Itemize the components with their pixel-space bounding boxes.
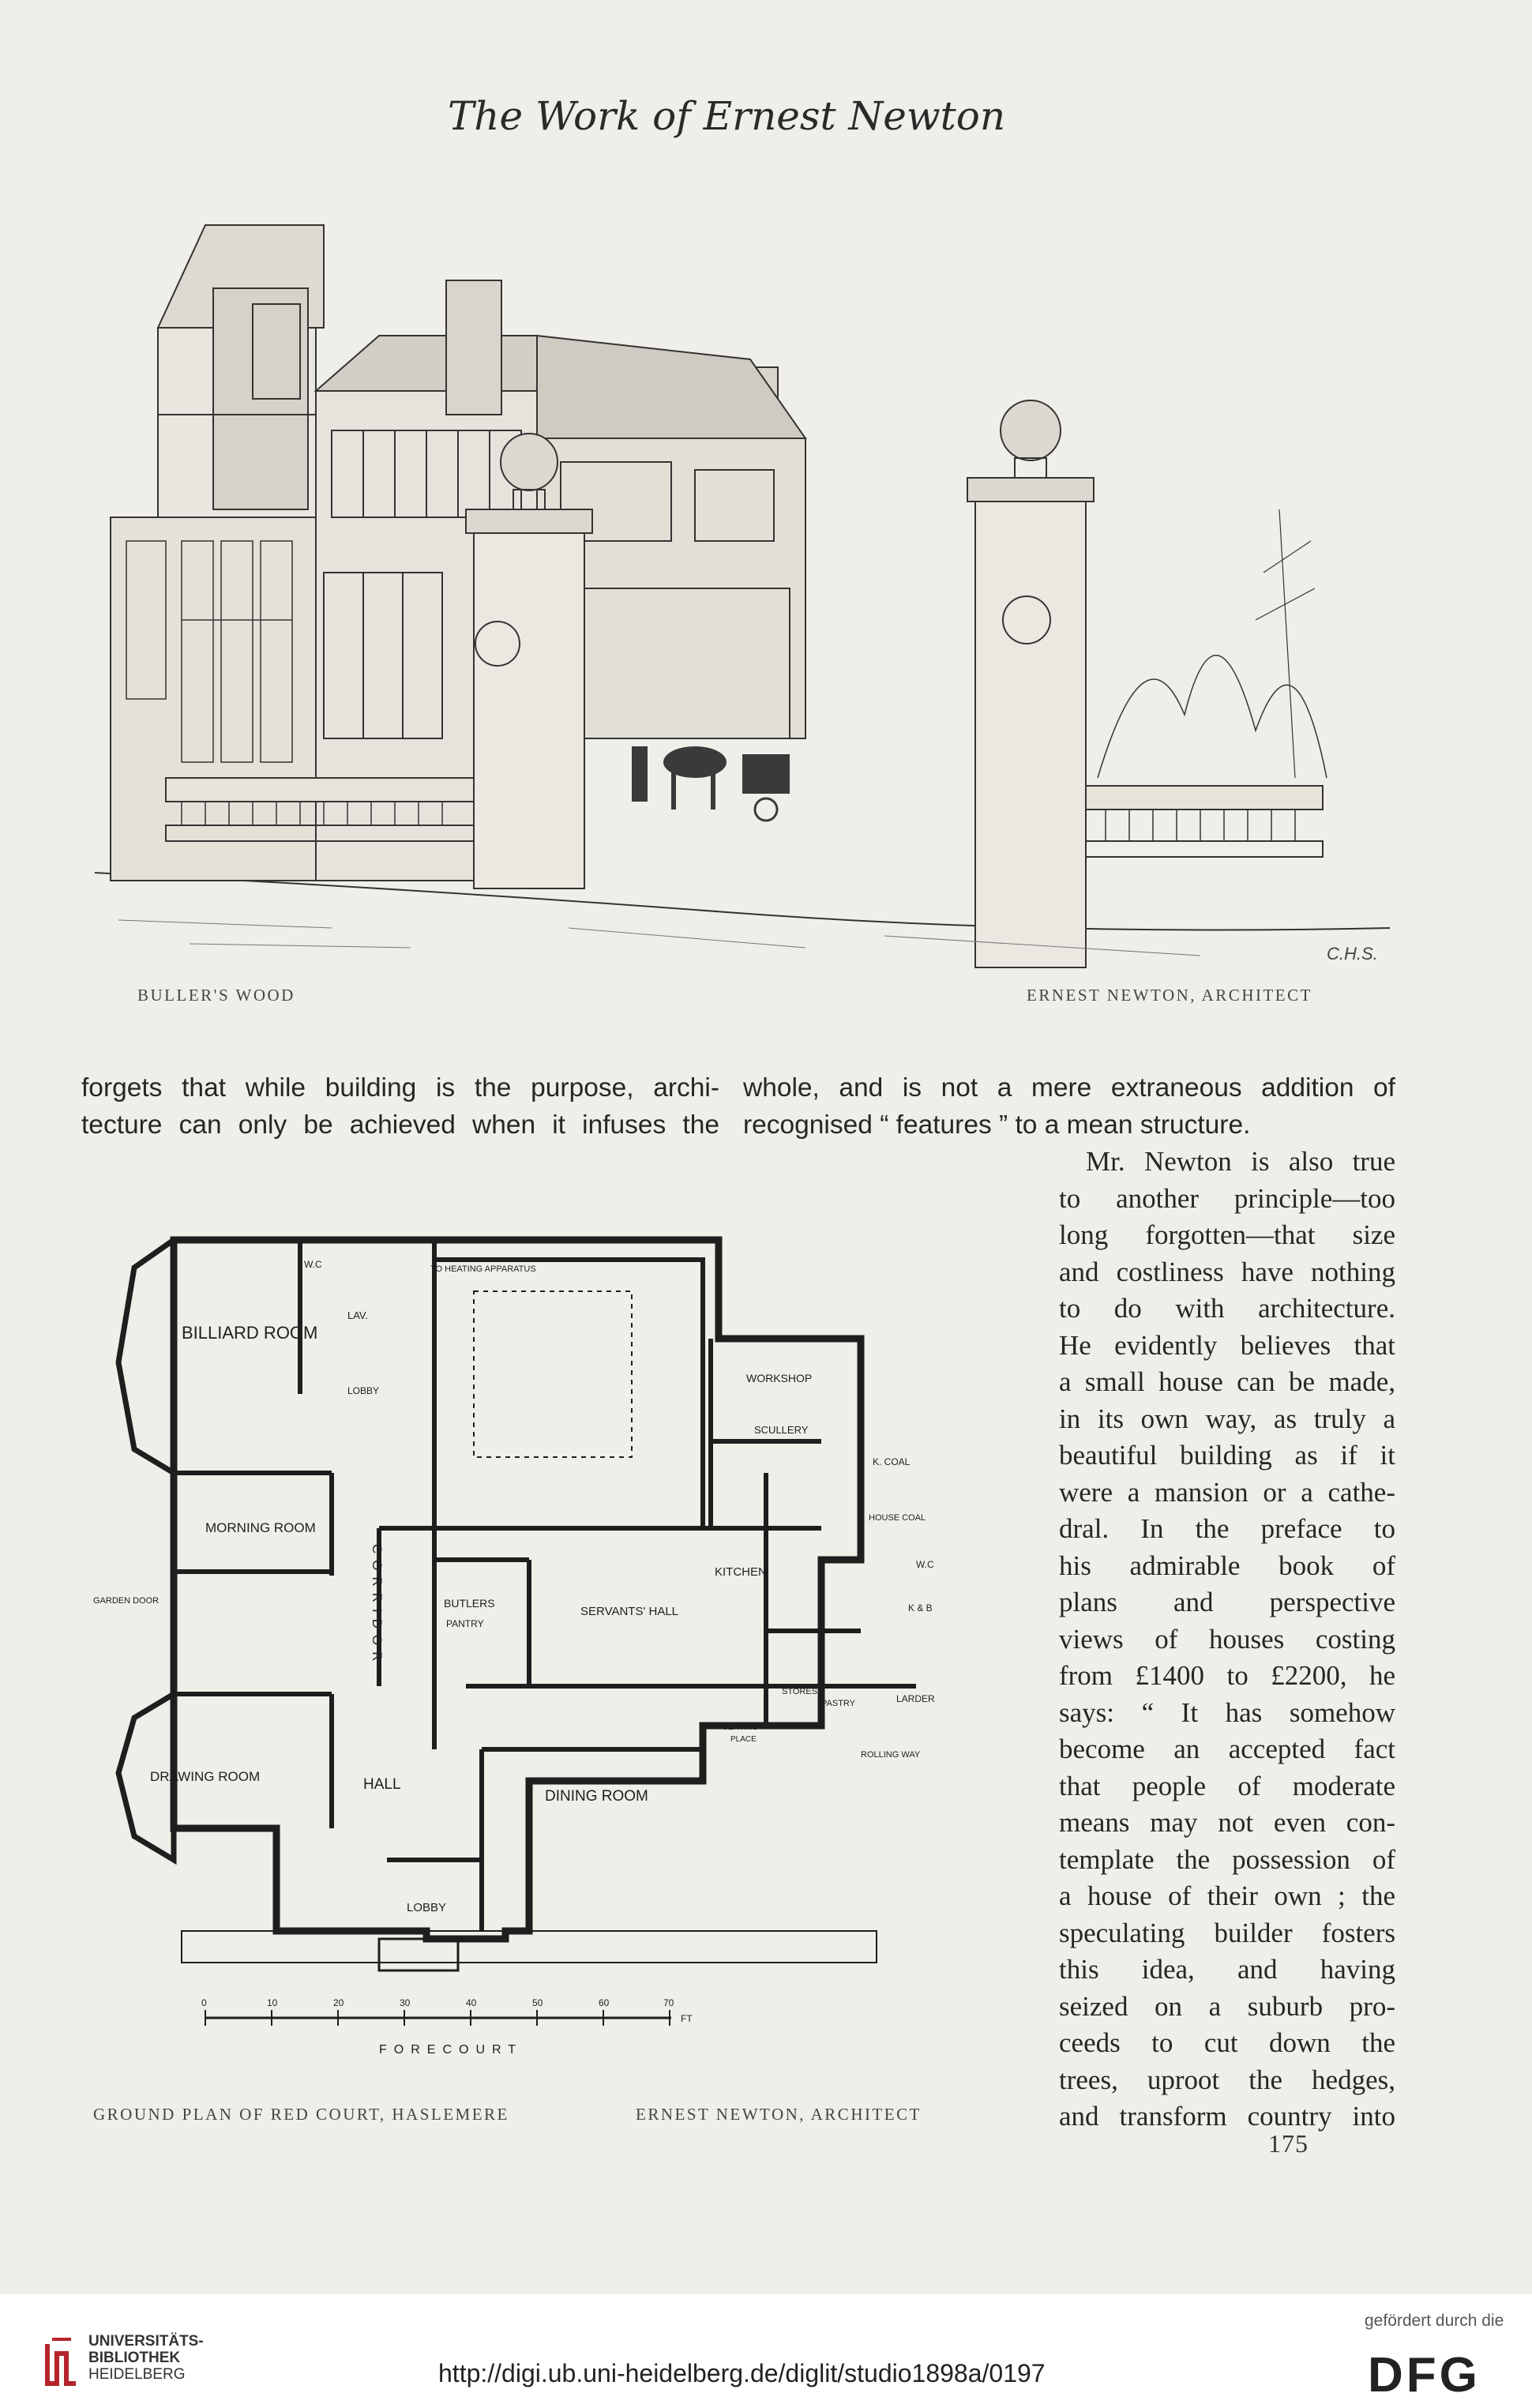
figure1-caption-credit: ERNEST NEWTON, ARCHITECT <box>1027 986 1312 1005</box>
scale-tick-label: 70 <box>663 1997 674 2008</box>
room-label-dining: DINING ROOM <box>545 1788 648 1805</box>
text-line: whole, and is not a mere extraneous addi… <box>743 1073 1395 1103</box>
room-label-hall: HALL <box>363 1776 401 1793</box>
text-line: Mr. Newton is also true <box>1086 1146 1395 1177</box>
scale-tick-label: 50 <box>532 1997 543 2008</box>
text-column-left: forgets that while building is the purpo… <box>81 1070 719 1144</box>
university-library-logo <box>41 2336 81 2395</box>
text-line: speculating builder fosters <box>1059 1917 1395 1948</box>
scale-unit-label: FT <box>681 2013 693 2024</box>
page-header-title: The Work of Ernest Newton <box>447 93 1006 139</box>
scale-tick-label: 30 <box>400 1997 411 2008</box>
room-label-house-coal: HOUSE COAL <box>869 1513 926 1523</box>
room-label-wc-service: W.C <box>916 1559 934 1570</box>
room-label-wc: W.C <box>304 1259 322 1270</box>
room-label-stores: STORES <box>782 1687 817 1696</box>
text-line: to another principle—too <box>1059 1182 1395 1214</box>
room-label-drawing: DRAWING ROOM <box>150 1769 260 1784</box>
text-line: plans and perspective <box>1059 1587 1395 1617</box>
room-label-servants-hall: SERVANTS' HALL <box>580 1605 678 1618</box>
figure1-caption-title: BULLER'S WOOD <box>137 986 295 1005</box>
scale-tick-label: 20 <box>333 1997 344 2008</box>
text-line: ceeds to cut down the <box>1059 2027 1395 2058</box>
label-heating-apparatus: TO HEATING APPARATUS <box>430 1264 536 1274</box>
room-label-lobby: LOBBY <box>407 1901 446 1914</box>
room-label-kcoal: K. COAL <box>873 1456 911 1467</box>
room-label-pastry: PASTRY <box>821 1699 856 1708</box>
text-line: views of houses costing <box>1059 1623 1395 1655</box>
text-line: He evidently believes that <box>1059 1329 1395 1361</box>
room-label-serving: SERVING <box>723 1723 758 1732</box>
room-label-butlers: BUTLERS <box>444 1597 495 1610</box>
source-url-link[interactable]: http://digi.ub.uni-heidelberg.de/diglit/… <box>438 2359 1046 2387</box>
room-label-morning: MORNING ROOM <box>205 1520 316 1535</box>
scale-tick-label: 10 <box>267 1997 278 2008</box>
footer-bar <box>0 2294 1532 2408</box>
room-label-place: PLACE <box>730 1735 757 1744</box>
room-label-kitchen: KITCHEN <box>715 1565 767 1579</box>
text-line: dral. In the preface to <box>1059 1513 1395 1544</box>
text-line: and costliness have nothing <box>1059 1256 1395 1287</box>
library-name-line2: BIBLIOTHEK <box>88 2350 181 2366</box>
room-label-workshop: WORKSHOP <box>746 1372 812 1384</box>
library-logo-icon <box>45 2338 76 2386</box>
text-line: trees, uproot the hedges, <box>1059 2064 1395 2095</box>
room-label-lav: LAV. <box>347 1309 368 1321</box>
funded-by-text: gefördert durch die <box>1365 2312 1504 2330</box>
library-name-line3: HEIDELBERG <box>88 2366 186 2383</box>
dfg-logo: DFG <box>1368 2348 1481 2402</box>
floor-plan-red-court: BILLIARD ROOM MORNING ROOM DRAWING ROOM … <box>87 1204 995 2073</box>
text-column-right-top: whole, and is not a mere extraneous addi… <box>743 1070 1395 1144</box>
plan-caption-title: GROUND PLAN OF RED COURT, HASLEMERE <box>93 2105 509 2124</box>
text-line: become an accepted fact <box>1059 1734 1395 1764</box>
text-line: from £1400 to £2200, he <box>1059 1660 1395 1691</box>
scale-tick-label: 40 <box>466 1997 477 2008</box>
text-line: were a mansion or a cathe- <box>1059 1476 1395 1508</box>
text-line: this idea, and having <box>1059 1954 1395 1985</box>
illustration-bullers-wood: C.H.S. <box>94 178 1391 975</box>
text-line: means may not even con- <box>1059 1807 1395 1838</box>
text-line: in its own way, as truly a <box>1059 1403 1395 1434</box>
library-name-line1: UNIVERSITÄTS- <box>88 2333 204 2350</box>
room-label-scullery: SCULLERY <box>754 1424 809 1436</box>
text-line: to do with architecture. <box>1059 1293 1395 1324</box>
room-label-pantry: PANTRY <box>446 1618 484 1629</box>
text-line: recognised “ features ” to a mean struct… <box>743 1110 1251 1140</box>
text-column-narrow: Mr. Newton is also true to another princ… <box>1059 1144 1395 2136</box>
room-label-billiard: BILLIARD ROOM <box>182 1323 317 1343</box>
room-label-corridor: CORRIDOR <box>370 1544 385 1668</box>
scale-tick-label: 0 <box>201 1997 207 2008</box>
text-line: his admirable book of <box>1059 1550 1395 1581</box>
label-forecourt: FORECOURT <box>379 2043 523 2057</box>
text-line: seized on a suburb pro- <box>1059 1990 1395 2022</box>
scale-tick-label: 60 <box>599 1997 610 2008</box>
text-line: beautiful building as if it <box>1059 1440 1395 1471</box>
floor-plan-drawing: BILLIARD ROOM MORNING ROOM DRAWING ROOM … <box>93 1236 935 2057</box>
text-line: template the possession of <box>1059 1843 1395 1875</box>
text-line: tecture can only be achieved when it inf… <box>81 1110 719 1140</box>
artist-signature: C.H.S. <box>1327 944 1378 964</box>
text-line: that people of moderate <box>1059 1770 1395 1801</box>
room-label-kb: K & B <box>908 1602 933 1613</box>
text-line: a small house can be made, <box>1059 1366 1395 1397</box>
page-number: 175 <box>1268 2129 1309 2158</box>
library-name: UNIVERSITÄTS- BIBLIOTHEK HEIDELBERG <box>88 2333 204 2383</box>
room-label-larder: LARDER <box>896 1693 935 1704</box>
plan-caption-credit: ERNEST NEWTON, ARCHITECT <box>636 2105 922 2124</box>
label-garden-door: GARDEN DOOR <box>93 1596 159 1606</box>
text-line: long forgotten—that size <box>1059 1219 1395 1250</box>
house-drawing: C.H.S. <box>94 224 1391 968</box>
text-line: a house of their own ; the <box>1059 1880 1395 1911</box>
room-label-rolling-way: ROLLING WAY <box>861 1750 921 1760</box>
text-line: and transform country into <box>1059 2101 1395 2132</box>
text-line: forgets that while building is the purpo… <box>81 1073 719 1103</box>
room-label-lobby-small: LOBBY <box>347 1385 379 1396</box>
text-line: says: “ It has somehow <box>1059 1696 1395 1728</box>
